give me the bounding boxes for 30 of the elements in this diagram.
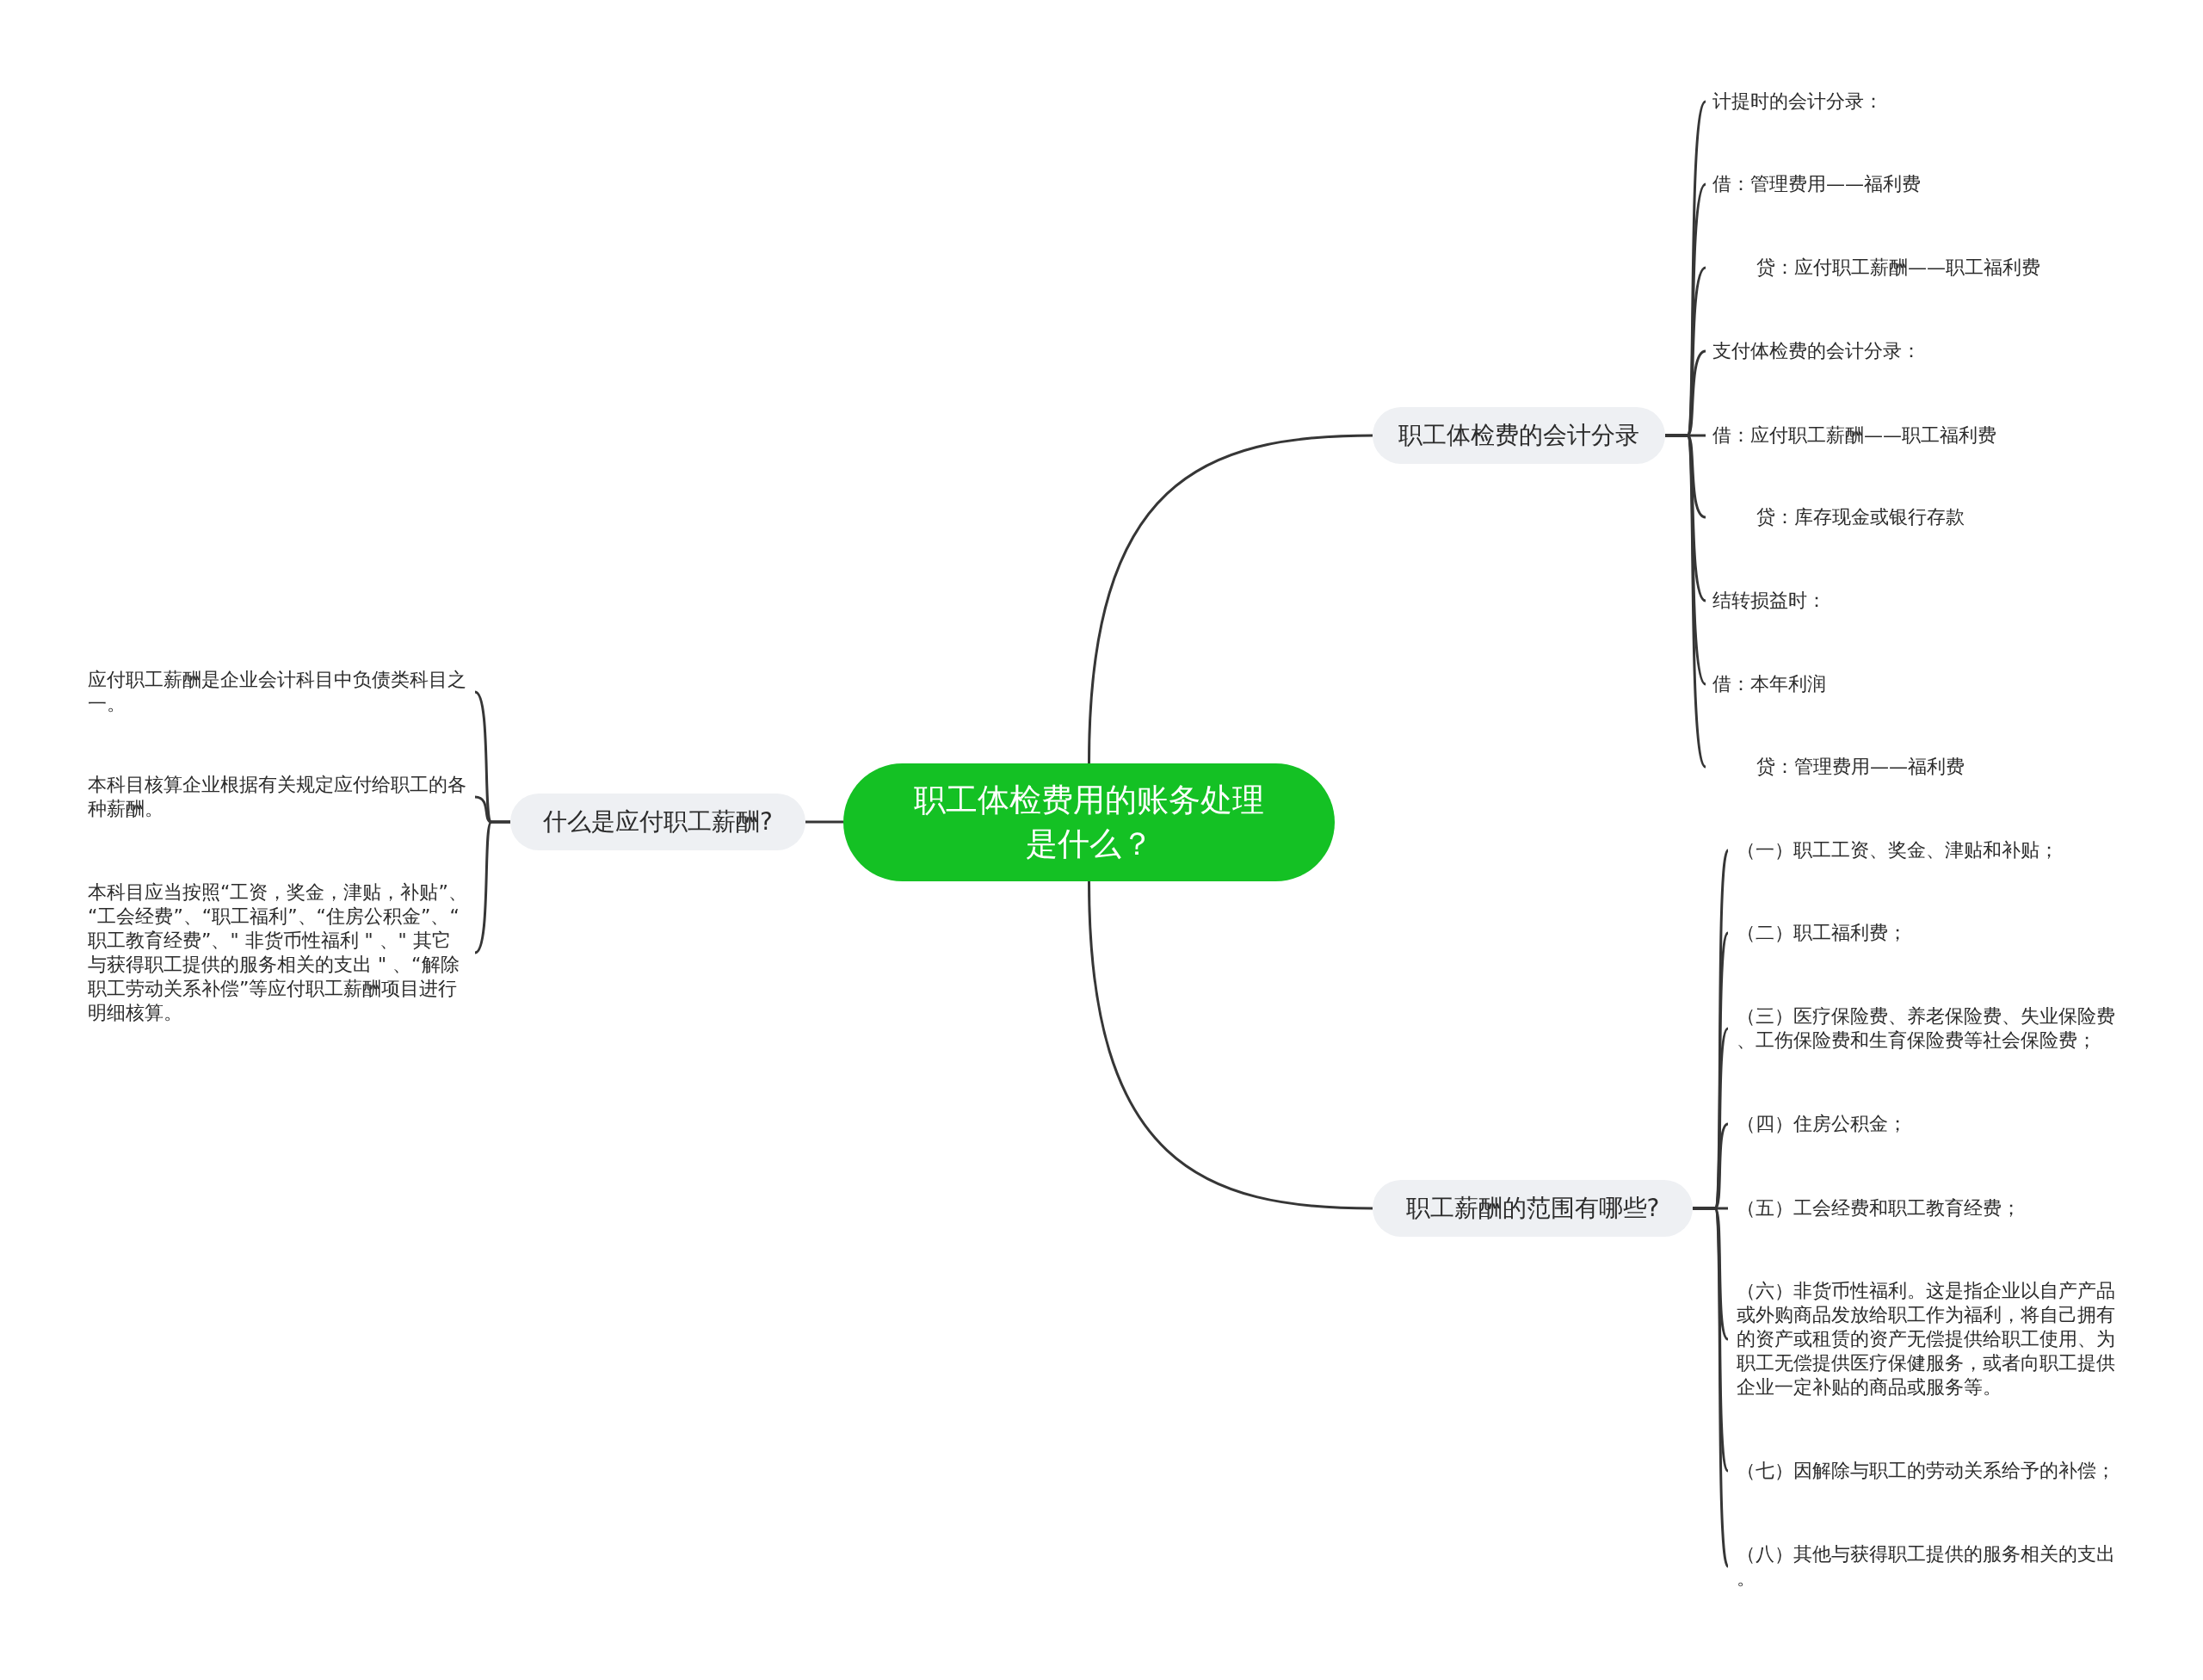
subtopic-text: 贷：库存现金或银行存款 bbox=[1706, 505, 1966, 529]
subtopic-text: 借：管理费用——福利费 bbox=[1706, 172, 1922, 196]
subtopic-text: 计提时的会计分录： bbox=[1706, 90, 1885, 114]
subtopic-text: 本科目核算企业根据有关规定应付给职工的各种薪酬。 bbox=[86, 773, 475, 821]
central-topic: 职工体检费用的账务处理是什么？ bbox=[843, 763, 1335, 881]
connector-line bbox=[474, 820, 510, 954]
subtopic-text: （一）职工工资、奖金、津贴和补贴； bbox=[1728, 838, 2117, 862]
subtopic-text: （三）医疗保险费、养老保险费、失业保险费、工伤保险费和生育保险费等社会保险费； bbox=[1728, 1004, 2117, 1053]
subtopic-text: 支付体检费的会计分录： bbox=[1706, 339, 1922, 363]
subtopic-text: （七）因解除与职工的劳动关系给予的补偿； bbox=[1728, 1459, 2117, 1483]
branch-topic: 职工体检费的会计分录 bbox=[1373, 407, 1665, 464]
subtopic-text: 结转损益时： bbox=[1706, 589, 1828, 613]
subtopic-text: （八）其他与获得职工提供的服务相关的支出。 bbox=[1728, 1542, 2117, 1590]
connector-line bbox=[1088, 880, 1373, 1210]
branch-topic: 职工薪酬的范围有哪些? bbox=[1373, 1180, 1693, 1237]
subtopic-text: 贷：管理费用——福利费 bbox=[1706, 755, 1966, 779]
connector-line bbox=[1665, 434, 1707, 768]
subtopic-text: 本科目应当按照“工资，奖金，津贴，补贴”、“工会经费”、“职工福利”、“住房公积金”、“职工教育经费”、" 非货币性福利 " 、" 其它与获得职工提供的服务相关的支出 " 、“解除职工劳动关系补偿”等应付职工薪酬项目进行明细核算。 bbox=[86, 880, 475, 1025]
subtopic-text: 应付职工薪酬是企业会计科目中负债类科目之一。 bbox=[86, 668, 475, 716]
branch-topic: 什么是应付职工薪酬? bbox=[510, 794, 805, 850]
connector-line bbox=[805, 820, 843, 824]
subtopic-text: 借：应付职工薪酬——职工福利费 bbox=[1706, 423, 1998, 448]
connector-line bbox=[1088, 434, 1373, 764]
connector-line bbox=[1693, 1207, 1730, 1567]
subtopic-text: （二）职工福利费； bbox=[1728, 921, 2117, 945]
subtopic-text: 借：本年利润 bbox=[1706, 672, 1828, 696]
subtopic-text: 贷：应付职工薪酬——职工福利费 bbox=[1706, 256, 2042, 280]
subtopic-text: （四）住房公积金； bbox=[1728, 1112, 2117, 1136]
subtopic-text: （六）非货币性福利。这是指企业以自产产品或外购商品发放给职工作为福利，将自己拥有的资产或租赁的资产无偿提供给职工使用、为职工无偿提供医疗保健服务，或者向职工提供企业一定补贴的商品或服务等。 bbox=[1728, 1279, 2117, 1399]
subtopic-text: （五）工会经费和职工教育经费； bbox=[1728, 1196, 2117, 1220]
